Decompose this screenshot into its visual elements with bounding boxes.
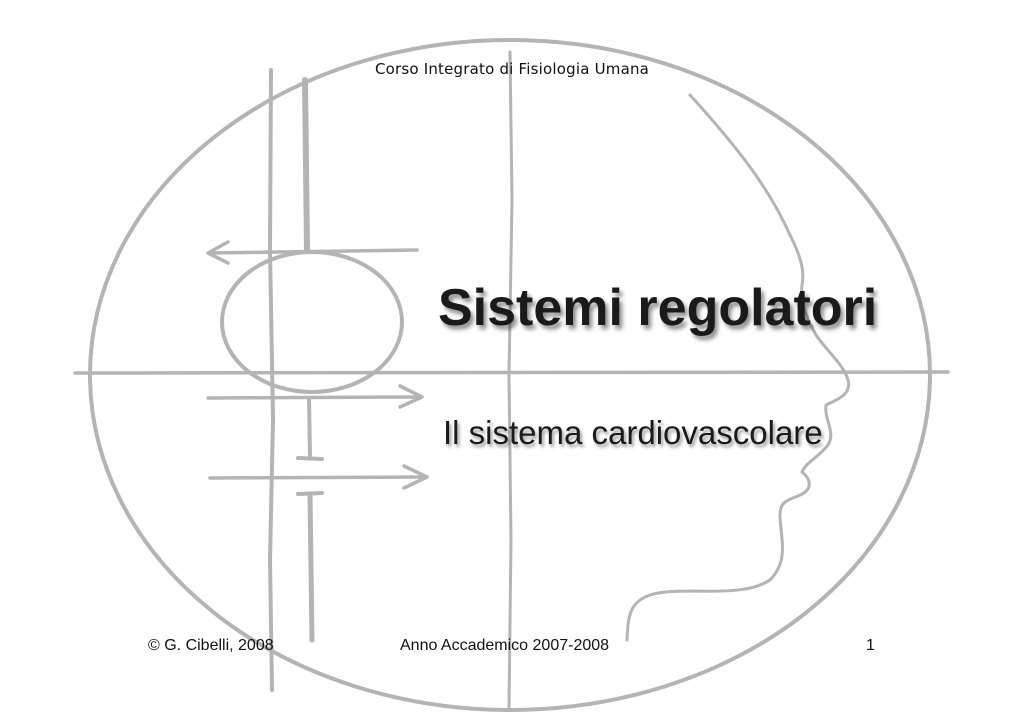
course-header: Corso Integrato di Fisiologia Umana xyxy=(374,60,650,78)
second-vertical-line-top xyxy=(302,77,310,253)
left-vertical-line xyxy=(268,68,275,692)
vertical-center-line xyxy=(507,50,514,710)
horizontal-axis-line xyxy=(73,370,950,375)
footer-copyright: © G. Cibelli, 2008 xyxy=(148,637,274,654)
left-arrow-head xyxy=(206,240,230,265)
left-arrow-shaft xyxy=(208,248,419,255)
face-profile-line xyxy=(625,93,851,642)
slide-subtitle: Il sistema cardiovascolare xyxy=(443,414,823,451)
slide-title: Sistemi regolatori xyxy=(438,279,878,337)
tick-mark-1 xyxy=(296,456,324,461)
right-arrow-1-shaft xyxy=(206,395,422,400)
footer-academic-year: Anno Accademico 2007-2008 xyxy=(400,637,610,654)
right-arrow-2-head xyxy=(402,464,429,490)
second-vertical-line-bottom xyxy=(307,491,315,643)
second-vertical-line-mid xyxy=(307,396,312,460)
head-outline-oval xyxy=(88,38,932,712)
right-arrow-1-head xyxy=(398,384,424,409)
right-arrow-2-shaft xyxy=(208,475,427,480)
footer-page-number: 1 xyxy=(866,637,875,654)
